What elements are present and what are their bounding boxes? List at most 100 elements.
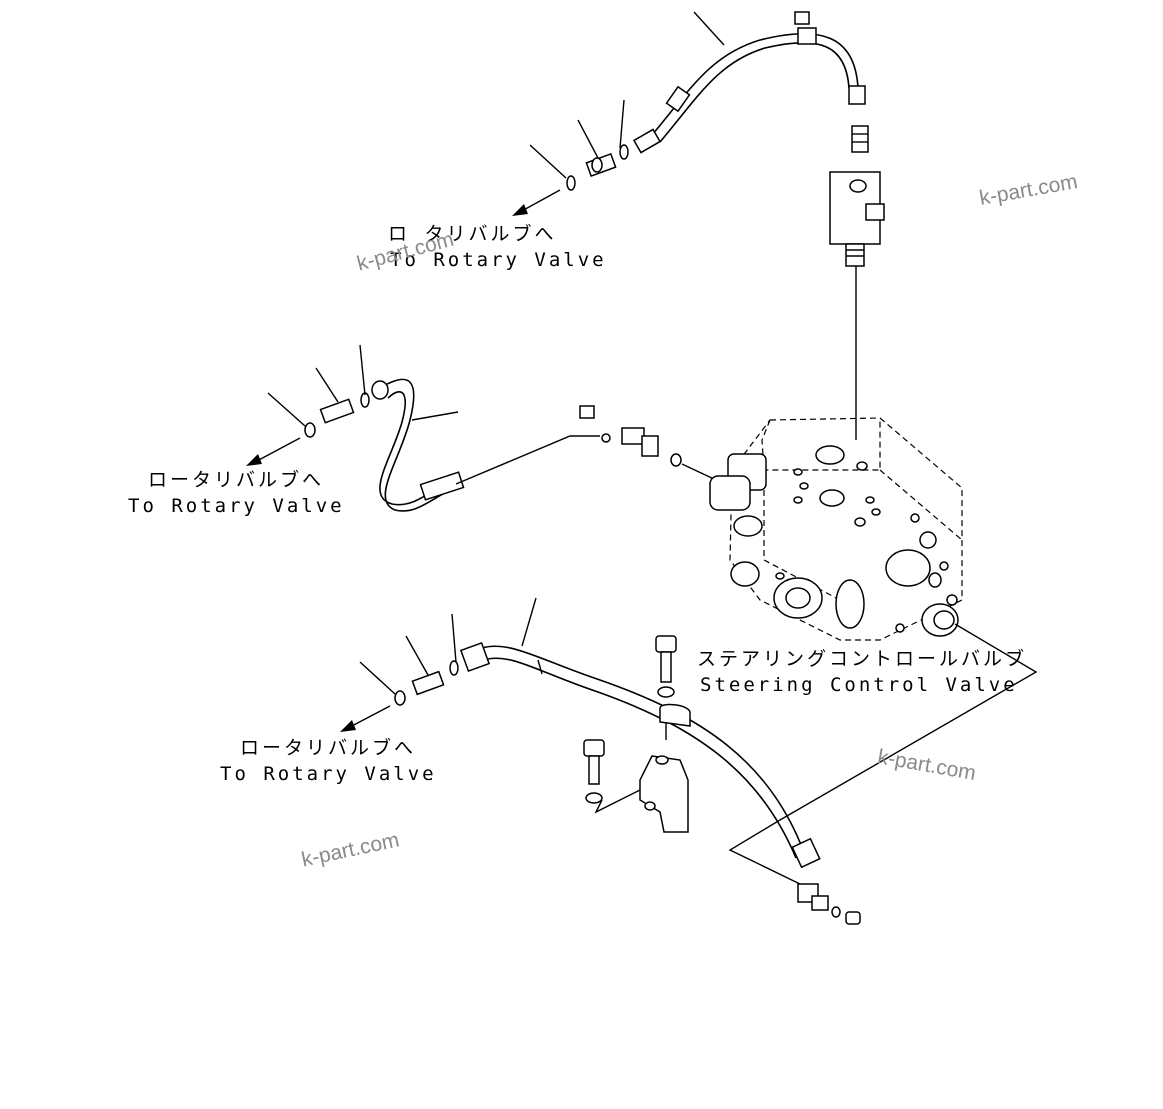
leader-line <box>577 119 599 159</box>
right-nut <box>928 572 942 588</box>
bolt-hole <box>895 623 905 633</box>
left-lower-boss <box>730 561 760 587</box>
bottom-plug <box>845 911 861 925</box>
leader-line <box>619 99 625 149</box>
top-adapter-nut <box>591 157 603 173</box>
leader-line <box>359 344 366 396</box>
steering-valve-label-jp: ステアリングコントロールバルブ <box>697 647 1027 670</box>
watermark-text: k-part.com <box>876 745 978 785</box>
leader-line <box>529 144 567 179</box>
rotary-valve-label-en: To Rotary Valve <box>220 763 437 785</box>
leader-line <box>315 367 339 403</box>
clamp-bolt-head <box>655 635 677 653</box>
top-hose-assembly: ロ タリバルブへ To Rotary Valve <box>388 11 866 271</box>
connection-line <box>455 435 600 485</box>
bottom-hose-end-left <box>459 641 491 673</box>
bolt-hole <box>939 561 949 571</box>
elbow-nut <box>641 435 659 457</box>
middle-oring-1 <box>360 392 370 408</box>
middle-hose-assembly: ロータリバルブへ To Rotary Valve <box>128 344 717 517</box>
connection-line <box>681 463 717 481</box>
top-hose-end-right <box>848 85 866 105</box>
right-actuator <box>885 549 931 587</box>
valve-oring <box>670 453 682 467</box>
middle-hose <box>379 378 451 512</box>
valve-edge <box>879 469 963 541</box>
bottom-hose-inner <box>483 657 797 859</box>
top-hose-end-left <box>632 128 662 154</box>
bolt-hole <box>793 468 803 476</box>
rotary-valve-label-jp: ロータリバルブへ <box>240 736 416 759</box>
left-flange <box>733 515 763 537</box>
bolt-hole <box>775 572 785 580</box>
leader-line <box>267 392 306 427</box>
leader-line <box>411 411 459 421</box>
leader-line <box>405 635 429 676</box>
middle-hose-end-bottom <box>419 471 465 501</box>
left-actuator-body <box>709 475 751 511</box>
middle-hose-end-top <box>371 380 389 400</box>
top-hose-inner <box>659 41 850 143</box>
bracket-bolt-shank <box>588 755 600 785</box>
hose-clamp <box>659 703 691 727</box>
bottom-oring-2 <box>394 690 406 706</box>
arrow-line <box>519 189 561 213</box>
bolt-hole <box>865 496 875 504</box>
bottom-hose-end-right <box>791 837 821 869</box>
middle-oring-2 <box>304 422 316 438</box>
arrow-line <box>347 705 391 729</box>
tee-port <box>849 179 867 193</box>
front-flange-port <box>785 587 811 609</box>
leader-line-steering-valve <box>728 623 1038 885</box>
bolt-hole <box>793 496 803 504</box>
valve-port-small <box>856 461 868 471</box>
watermark-text: k-part.com <box>299 828 401 871</box>
straight-fitting <box>851 125 869 153</box>
steering-control-valve: ステアリングコントロールバルブ Steering Control Valve <box>697 417 1038 885</box>
valve-port <box>815 445 845 465</box>
right-upper-fitting <box>919 531 937 549</box>
arrow-head-icon <box>246 454 262 466</box>
right-small-plug <box>946 594 958 606</box>
rotary-valve-label-jp: ロ タリバルブへ <box>388 222 556 245</box>
top-hose-sleeve <box>665 85 691 113</box>
valve-port-small <box>854 517 866 527</box>
arrow-line <box>254 437 301 463</box>
rotary-valve-label-en: To Rotary Valve <box>390 249 607 271</box>
bottom-oring-3 <box>831 906 841 918</box>
small-oring <box>601 433 611 443</box>
arrow-head-icon <box>512 204 528 216</box>
bracket-hole <box>644 801 656 811</box>
leader-line <box>359 661 396 695</box>
top-oring-1 <box>619 144 629 160</box>
top-oring-2 <box>566 175 576 191</box>
steering-valve-label-en: Steering Control Valve <box>700 674 1018 696</box>
middle-adapter <box>319 398 355 424</box>
bottom-oring-1 <box>449 660 459 676</box>
rotary-valve-label-en: To Rotary Valve <box>128 495 345 517</box>
bracket-washer <box>585 792 603 804</box>
tee-side-plug <box>865 203 885 221</box>
watermark-text: k-part.com <box>978 170 1080 210</box>
bottom-hose-assembly: ロータリバルブへ To Rotary Valve <box>220 597 861 925</box>
tee-nipple <box>845 243 865 267</box>
bottom-adapter <box>411 670 445 696</box>
bottom-hose <box>481 645 806 856</box>
elbow-fitting <box>621 427 645 445</box>
leader-line-top-hose <box>693 11 725 46</box>
small-plug <box>579 405 595 419</box>
top-clamp <box>794 11 810 25</box>
valve-body-outline <box>729 417 963 641</box>
bracket-bolt-head <box>583 739 605 757</box>
right-lower-port-inner <box>933 610 955 630</box>
bolt-hole <box>799 482 809 490</box>
bolt-hole <box>871 508 881 516</box>
rotary-valve-label-jp: ロータリバルブへ <box>148 468 324 491</box>
steering-tee-assembly <box>829 125 885 440</box>
valve-edge <box>763 470 841 601</box>
clamp-washer <box>657 686 675 698</box>
middle-hose-inner <box>379 391 447 506</box>
bottom-elbow-nut <box>811 895 829 911</box>
